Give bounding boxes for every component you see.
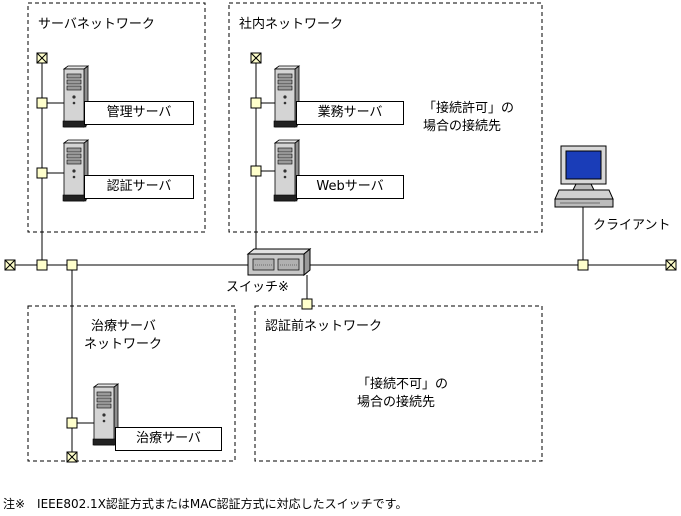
server-network-title: サーバネットワーク — [38, 17, 155, 32]
port-icon — [36, 97, 589, 429]
business-server-label: 業務サーバ — [296, 101, 404, 125]
terminator-icon — [4, 52, 677, 463]
allowed-note-line2: 場合の接続先 — [423, 119, 502, 134]
preauth-network-area — [254, 305, 543, 462]
switch-label: スイッチ※ — [226, 280, 289, 295]
web-server-label: Webサーバ — [296, 175, 404, 199]
allowed-note-line1: 「接続許可」の — [423, 101, 515, 116]
quarantine-network-title-line1: 治療サーバ — [91, 319, 156, 334]
footnote: 注※ IEEE802.1X認証方式またはMAC認証方式に対応したスイッチです。 — [3, 497, 408, 511]
authentication-server-icon — [62, 139, 90, 202]
denied-note-line1: 「接続不可」の — [357, 377, 449, 392]
quarantine-network-area — [27, 305, 236, 462]
server-icons — [62, 65, 301, 446]
office-network-title: 社内ネットワーク — [239, 17, 344, 32]
management-server-label: 管理サーバ — [84, 101, 194, 125]
authentication-server-label: 認証サーバ — [84, 175, 194, 199]
switch-icon — [246, 247, 312, 277]
remediation-server-icon — [92, 383, 120, 446]
remediation-server-label: 治療サーバ — [115, 427, 222, 451]
denied-note-line2: 場合の接続先 — [357, 395, 436, 410]
client-label: クライアント — [593, 218, 671, 233]
preauth-network-title: 認証前ネットワーク — [265, 319, 383, 334]
client-computer-icon — [554, 145, 614, 208]
office-network-area — [228, 2, 543, 233]
quarantine-network-title-line2: ネットワーク — [84, 337, 163, 352]
